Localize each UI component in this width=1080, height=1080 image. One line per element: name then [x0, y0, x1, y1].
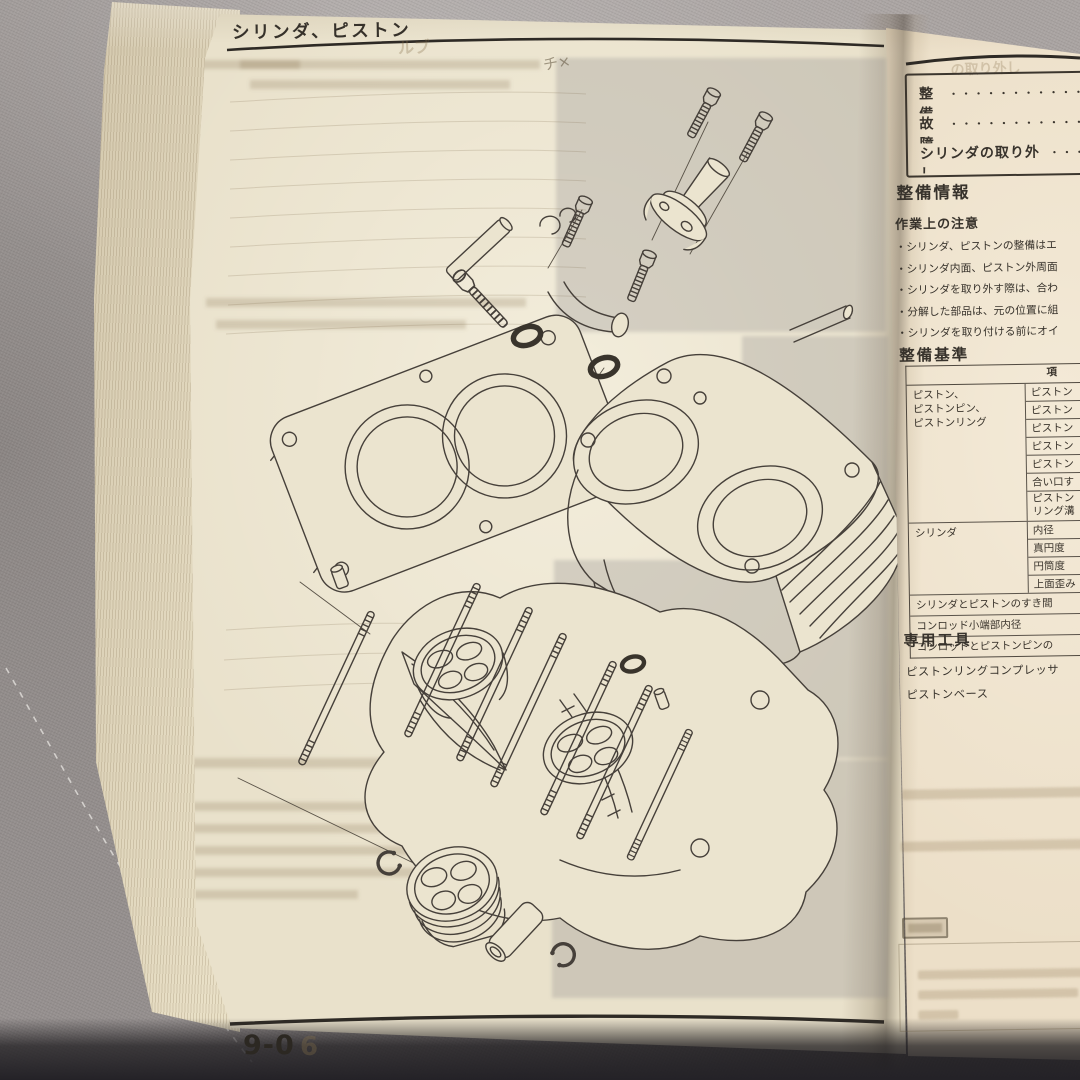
toc-label: シリンダの取り外し [919, 144, 1041, 174]
piston-loose [406, 846, 506, 948]
note-line: ・分解した部品は、元の位置に組 [896, 302, 1059, 319]
subheading-work-notes: 作業上の注意 [894, 216, 980, 233]
table-cell: 円筒度 [1028, 555, 1080, 575]
table-cell: ピストン リング溝 [1027, 489, 1080, 521]
note-line: ・シリンダを取り外す際は、合わ [895, 281, 1059, 297]
table-cell: 合い口す [1026, 471, 1080, 491]
cylinder-block [567, 353, 904, 681]
right-page-content: の取り外し 整備情報 ・・・・・・・・・・・・・・ 故障診断 ・・・・・・・・・… [884, 27, 1080, 1060]
note-line: ・シリンダ、ピストンの整備はエ [895, 238, 1057, 254]
table-cell: 真円度 [1028, 537, 1080, 557]
section-heading-maintenance-info: 整備情報 [896, 182, 971, 203]
table-cell: ピストン [1026, 453, 1080, 473]
ghost-title-fragment: ルブ [397, 37, 431, 58]
hose-clamp [539, 207, 854, 343]
table-cell: 内径 [1032, 524, 1054, 537]
table-group-label: シリンダ [914, 526, 958, 540]
ghost-note-label-box [901, 917, 949, 939]
dowel-pin [330, 564, 349, 590]
dowel-pin [653, 687, 670, 711]
dot-leader: ・・・・・・ [1048, 145, 1080, 160]
note-line: ・シリンダを取り付ける前にオイ [896, 324, 1059, 340]
coolant-joint-housing [643, 157, 731, 251]
ghost-note-box [898, 940, 1080, 1032]
section-heading-service-standards: 整備基準 [898, 345, 970, 365]
table-group-label: ピストン、 ピストンピン、 ピストンリング [912, 388, 987, 430]
table-cell: 上面歪み [1028, 573, 1080, 593]
ghost-text-bleed [900, 838, 1080, 852]
table-row-full: シリンダとピストンのすき間 [909, 591, 1080, 616]
water-pipe [445, 216, 630, 338]
toc-box: 整備情報 ・・・・・・・・・・・・・・ 故障診断 ・・・・・・・・・・・・・・ … [904, 70, 1080, 178]
table-header-row: 項 [906, 364, 1080, 385]
dot-leader: ・・・・・・・・・・・・・・ [947, 85, 1080, 102]
toc-label: 整備情報 [918, 86, 935, 113]
table-cell: ピストン [1026, 435, 1080, 455]
page-number: 9-0 [243, 1030, 295, 1061]
ghost-page-digit: 6 [300, 1032, 319, 1062]
chapter-title: シリンダ、ピストン [231, 20, 412, 44]
service-standards-table: 項 ピストン、 ピストンピン、 ピストンリング ピストン ピストン ピストン ピ… [905, 362, 1080, 659]
book-bottom-shadow [0, 1018, 1080, 1080]
table-cell: ピストン [1025, 399, 1080, 419]
special-tool-item: ピストンベース [906, 687, 989, 702]
piston-pin [485, 901, 544, 962]
table-cell: ピストン [1026, 417, 1080, 437]
work-notes-list: ・シリンダ、ピストンの整備はエ ・シリンダ内面、ピストン外周面 ・シリンダを取り… [895, 234, 1080, 345]
toc-row: シリンダの取り外し ・・・・・・ [919, 140, 1080, 174]
dot-leader: ・・・・・・・・・・・・・・ [948, 115, 1080, 131]
head-gasket [269, 314, 631, 593]
special-tool-item: ピストンリングコンプレッサ [905, 663, 1060, 679]
section-heading-special-tools: 専用工具 [903, 630, 972, 650]
ghost-text-bleed [901, 786, 1080, 800]
toc-row: 故障診断 ・・・・・・・・・・・・・・ [919, 110, 1080, 143]
table-cell: ピストン [1030, 386, 1073, 399]
note-line: ・シリンダ内面、ピストン外周面 [895, 259, 1058, 276]
toc-label: 故障診断 [919, 116, 935, 143]
toc-row: 整備情報 ・・・・・・・・・・・・・・ [919, 80, 1080, 113]
table-header-item: 項 [1046, 366, 1057, 379]
